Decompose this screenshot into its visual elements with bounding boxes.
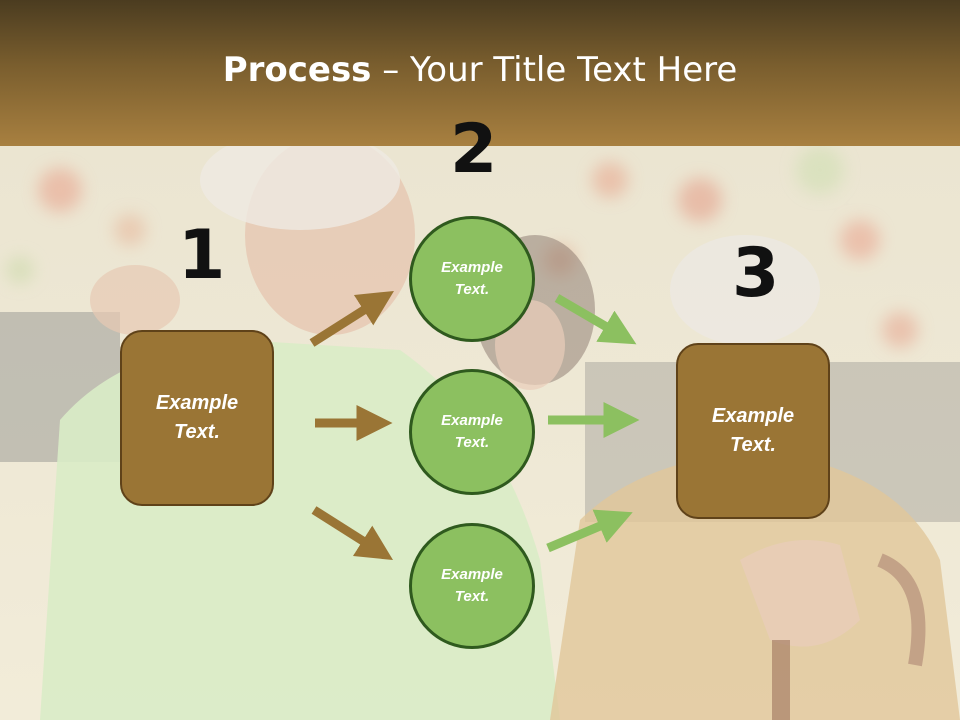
step-number-3: 3 <box>732 234 780 313</box>
slide-title: Process – Your Title Text Here <box>0 50 960 90</box>
arrow-left-to-bottom <box>311 506 394 561</box>
title-bold: Process <box>222 50 372 90</box>
step-3-line1: Example <box>711 405 795 427</box>
step-3-line2: Text. <box>730 434 776 456</box>
circle-top-line1: Example <box>441 258 503 276</box>
circle-middle-line1: Example <box>441 411 503 429</box>
arrow-top-to-right <box>554 294 637 345</box>
step-number-2: 2 <box>450 110 498 189</box>
arrow-bottom-to-right <box>546 509 633 553</box>
circle-middle-line2: Text. <box>454 434 490 451</box>
step-number-1: 1 <box>178 216 226 295</box>
title-rest: – Your Title Text Here <box>371 50 738 90</box>
arrow-left-to-top <box>309 290 394 347</box>
title-banner <box>0 0 960 146</box>
circle-bottom-line1: Example <box>441 565 503 583</box>
circle-bottom-line2: Text. <box>454 588 490 605</box>
step-1-line2: Text. <box>174 421 220 443</box>
step-1-line1: Example <box>155 392 239 414</box>
circle-top-line2: Text. <box>454 281 490 298</box>
